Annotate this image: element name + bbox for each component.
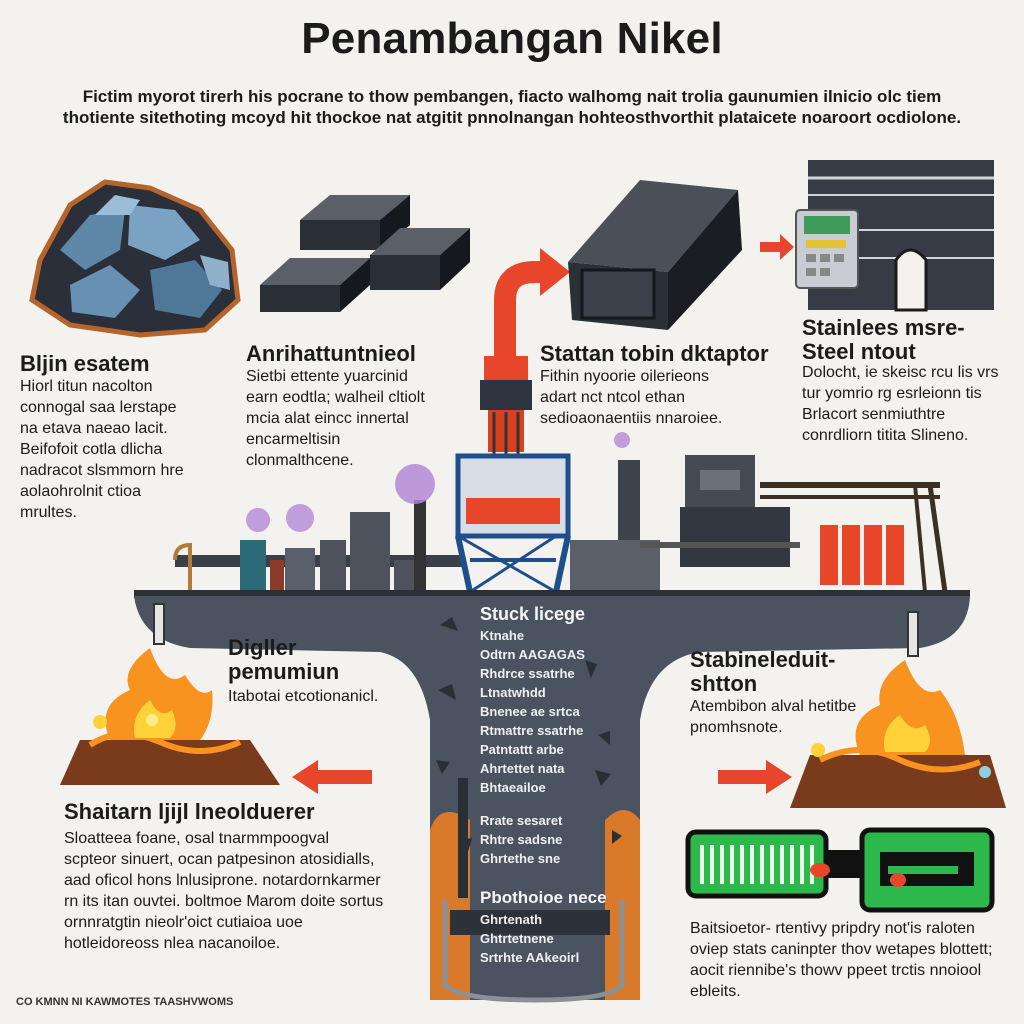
digger-body: Itabotai etcotionanicl.: [228, 688, 379, 705]
page-title: Penambangan Nikel: [301, 14, 723, 63]
shaft-sub-line: Ghrtenath: [480, 912, 543, 927]
stainless-heading: Stainlees msre- Steel ntout: [802, 315, 965, 364]
battery-body: Baitsioetor- rtentivy pripdry not'is ral…: [690, 920, 993, 1000]
shaft-line: Rhtre sadsne: [480, 832, 563, 847]
shaft-line: Ghrtethe sne: [480, 851, 561, 866]
shaft-text-block: Stuck licege Ktnahe Odtrn AAGAGAS Rhdrce…: [480, 602, 610, 967]
shaft-line: Bnenee ae srtca: [480, 704, 580, 719]
station-right-body: Atembibon alval hetitbe pnomhsnote.: [690, 698, 857, 736]
battery-icon: [685, 827, 995, 913]
smelter-heading: Shaitarn ljijl lneolduerer: [64, 799, 315, 824]
shaft-sub-line: Srtrhte AAkeoirl: [480, 950, 580, 965]
footer-credit: CO KMNN NI KAWMOTES TAASHVWOMS: [16, 996, 234, 1008]
bent-pipe-arrow-icon: [480, 248, 570, 455]
mine-shaft-icon: [134, 596, 970, 1003]
ingot-body: Sietbi ettente yuarcinid earn eodtla; wa…: [246, 368, 425, 469]
station-body: Fithin nyoorie oilerieons adart nct ntco…: [540, 368, 723, 427]
factory-skyline-icon: [173, 464, 465, 592]
digger-heading: Digller pemumiun: [228, 635, 340, 684]
shaft-sub-line: Ghtrtetnene: [480, 931, 554, 946]
shaft-line: Ltnatwhdd: [480, 685, 546, 700]
station-right-heading: Stabineleduit- shtton: [690, 647, 836, 696]
shaft-heading: Stuck licege: [480, 604, 586, 624]
shaft-line: Rtmattre ssatrhe: [480, 723, 584, 738]
ingot-heading: Anrihattuntnieol: [246, 341, 416, 366]
shaft-line: Rrate sesaret: [480, 813, 563, 828]
red-arrow-icon: [292, 760, 372, 794]
fire-icon: [60, 648, 280, 785]
nickel-ore-icon: [29, 179, 241, 338]
ore-heading: Bljin esatem: [20, 351, 150, 376]
red-arrow-icon: [718, 760, 792, 794]
control-panel-icon: [795, 209, 859, 289]
steel-ingot-icon: [568, 180, 742, 330]
intro-text: Fictim myorot tirerh his pocrane to thow…: [62, 87, 962, 127]
shaft-line: Ahrtettet nata: [480, 761, 565, 776]
shaft-line: Patntattt arbe: [480, 742, 564, 757]
fire-icon: [790, 660, 1006, 808]
shaft-line: Rhdrce ssatrhe: [480, 666, 575, 681]
crane-icon: [640, 455, 948, 593]
ore-body: Hiorl titun nacolton connogal saa lersta…: [20, 378, 184, 521]
ingot-stack-icon: [260, 195, 470, 312]
stainless-body: Dolocht, ie skeisc rcu lis vrs tur yomri…: [802, 364, 999, 444]
shaft-line: Bhtaeailoe: [480, 780, 546, 795]
station-heading: Stattan tobin dktaptor: [540, 341, 769, 366]
shaft-sub-heading: Pbothoioe nece: [480, 888, 607, 907]
shaft-line: Odtrn AAGAGAS: [480, 647, 585, 662]
smelter-body: Sloatteea foane, osal tnarmmpoogval scpt…: [64, 830, 384, 952]
drill-pipe-right: [907, 611, 919, 657]
shaft-line: Ktnahe: [480, 628, 525, 643]
drill-pipe-left: [153, 603, 165, 645]
smelter-tower-icon: [455, 432, 660, 594]
red-arrow-icon: [760, 234, 794, 260]
